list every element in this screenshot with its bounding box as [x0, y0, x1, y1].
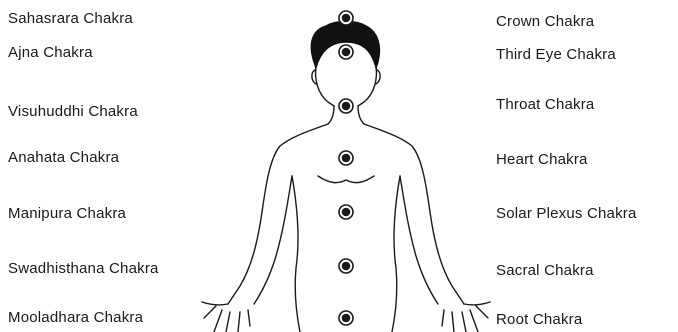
- third-eye-chakra-marker-icon: [339, 45, 353, 59]
- label-crown: Crown Chakra: [496, 13, 594, 31]
- label-mooladhara: Mooladhara Chakra: [8, 309, 143, 327]
- sacral-chakra-marker-icon: [339, 259, 353, 273]
- label-visuhuddhi: Visuhuddhi Chakra: [8, 103, 138, 121]
- heart-chakra-marker-icon: [339, 151, 353, 165]
- root-chakra-marker-icon: [339, 311, 353, 325]
- left-arm-outline: [228, 124, 328, 304]
- torso-left-side: [292, 176, 300, 332]
- label-heart: Heart Chakra: [496, 151, 588, 169]
- label-third-eye: Third Eye Chakra: [496, 46, 616, 64]
- label-throat: Throat Chakra: [496, 96, 594, 114]
- label-ajna: Ajna Chakra: [8, 44, 93, 62]
- chest-line: [318, 176, 374, 183]
- label-solar-plexus: Solar Plexus Chakra: [496, 205, 637, 223]
- left-inner-arm: [254, 176, 292, 304]
- right-arm-outline: [364, 124, 464, 304]
- label-anahata: Anahata Chakra: [8, 149, 119, 167]
- label-manipura: Manipura Chakra: [8, 205, 126, 223]
- right-hand: [442, 302, 490, 332]
- label-sahasrara: Sahasrara Chakra: [8, 10, 133, 28]
- left-hand: [202, 302, 250, 332]
- label-root: Root Chakra: [496, 311, 582, 329]
- label-sacral: Sacral Chakra: [496, 262, 594, 280]
- solar-plexus-chakra-marker-icon: [339, 205, 353, 219]
- right-inner-arm: [400, 176, 438, 304]
- torso-right-side: [392, 176, 400, 332]
- label-swadhisthana: Swadhisthana Chakra: [8, 260, 159, 278]
- chakra-markers: [339, 11, 353, 325]
- crown-chakra-marker-icon: [339, 11, 353, 25]
- throat-chakra-marker-icon: [339, 99, 353, 113]
